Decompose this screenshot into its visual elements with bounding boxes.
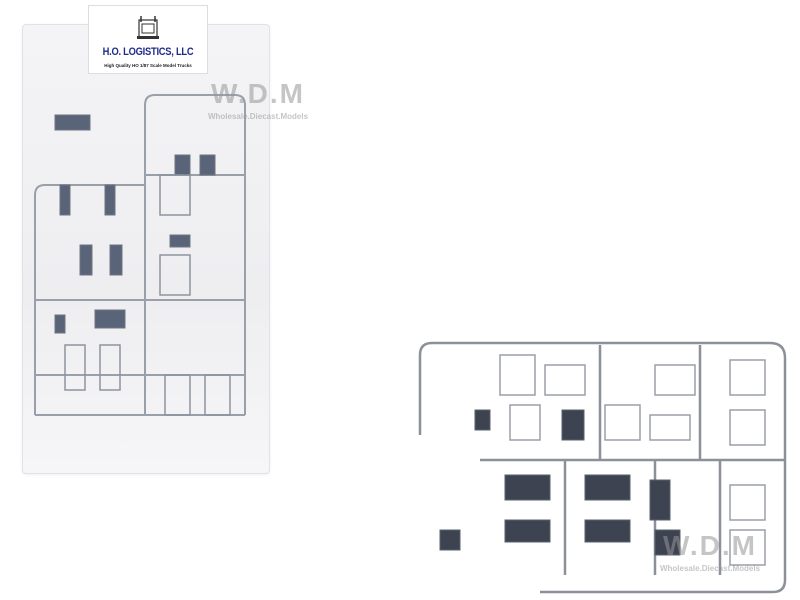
watermark-text: Wholesale.Diecast.Models [207,112,309,121]
watermark-logo-text: W.D.M [663,530,757,561]
brand-name: H.O. LOGISTICS, LLC [102,46,194,58]
watermark-logo-text: W.D.M [211,78,305,109]
loose-sprue [418,341,787,594]
watermark-text: Wholesale.Diecast.Models [659,564,761,573]
truck-logo-icon [137,16,159,39]
brand-tagline: High Quality HO 1/87 Scale Model Trucks [104,63,192,68]
bagged-sprue [34,94,246,416]
watermark-logo: W.D.M Wholesale.Diecast.Models [640,530,780,574]
header-card: H.O. LOGISTICS, LLC High Quality HO 1/87… [88,5,208,74]
watermark-logo: W.D.M Wholesale.Diecast.Models [198,78,318,122]
